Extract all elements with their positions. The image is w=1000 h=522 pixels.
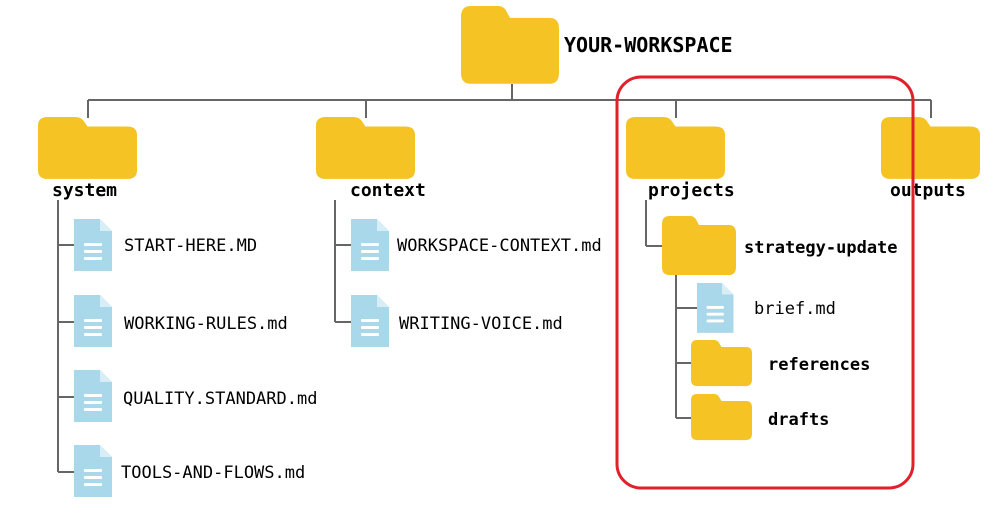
file-label: WORKSPACE-CONTEXT.md: [397, 236, 602, 256]
file-start-here[interactable]: START-HERE.MD: [74, 219, 257, 271]
tree-connectors: [57, 84, 932, 473]
folder-context[interactable]: context: [316, 117, 426, 201]
file-label: WORKING-RULES.md: [124, 314, 288, 334]
file-icon: [74, 219, 112, 271]
file-writing-voice[interactable]: WRITING-VOICE.md: [351, 295, 563, 347]
folder-references[interactable]: references: [691, 340, 870, 387]
file-label: START-HERE.MD: [124, 236, 257, 256]
file-tools-and-flows[interactable]: TOOLS-AND-FLOWS.md: [74, 445, 305, 497]
file-label: WRITING-VOICE.md: [399, 314, 563, 334]
folder-drafts[interactable]: drafts: [691, 394, 829, 441]
folder-icon: [461, 6, 559, 84]
file-workspace-context[interactable]: WORKSPACE-CONTEXT.md: [351, 219, 602, 271]
root-folder-label: YOUR-WORKSPACE: [564, 33, 733, 57]
highlight-box: [615, 75, 915, 490]
folder-icon: [316, 117, 415, 179]
file-icon: [74, 370, 112, 422]
folder-projects[interactable]: projects: [626, 117, 735, 201]
folder-icon: [691, 340, 752, 387]
folder-label: outputs: [890, 180, 966, 201]
folder-icon: [881, 117, 980, 179]
file-label: TOOLS-AND-FLOWS.md: [121, 463, 305, 483]
file-working-rules[interactable]: WORKING-RULES.md: [74, 295, 288, 347]
folder-outputs[interactable]: outputs: [881, 117, 980, 201]
folder-label: drafts: [768, 410, 829, 430]
folder-system[interactable]: system: [38, 117, 137, 201]
file-icon: [351, 295, 389, 347]
folder-icon: [691, 394, 752, 441]
file-icon: [74, 445, 112, 497]
file-icon: [697, 283, 734, 333]
file-quality-standard[interactable]: QUALITY.STANDARD.md: [74, 370, 317, 422]
file-icon: [351, 219, 389, 271]
file-icon: [74, 295, 112, 347]
file-label: QUALITY.STANDARD.md: [123, 389, 317, 409]
folder-icon: [662, 216, 736, 276]
file-brief[interactable]: brief.md: [697, 283, 836, 333]
folder-label: system: [52, 180, 117, 201]
folder-icon: [626, 117, 725, 179]
folder-label: strategy-update: [744, 238, 898, 258]
folder-label: context: [350, 180, 426, 201]
folder-strategy-update[interactable]: strategy-update: [662, 216, 898, 276]
folder-label: references: [768, 355, 870, 375]
file-label: brief.md: [754, 299, 836, 319]
root-folder[interactable]: YOUR-WORKSPACE: [461, 6, 733, 84]
folder-icon: [38, 117, 137, 179]
folder-label: projects: [648, 180, 735, 201]
